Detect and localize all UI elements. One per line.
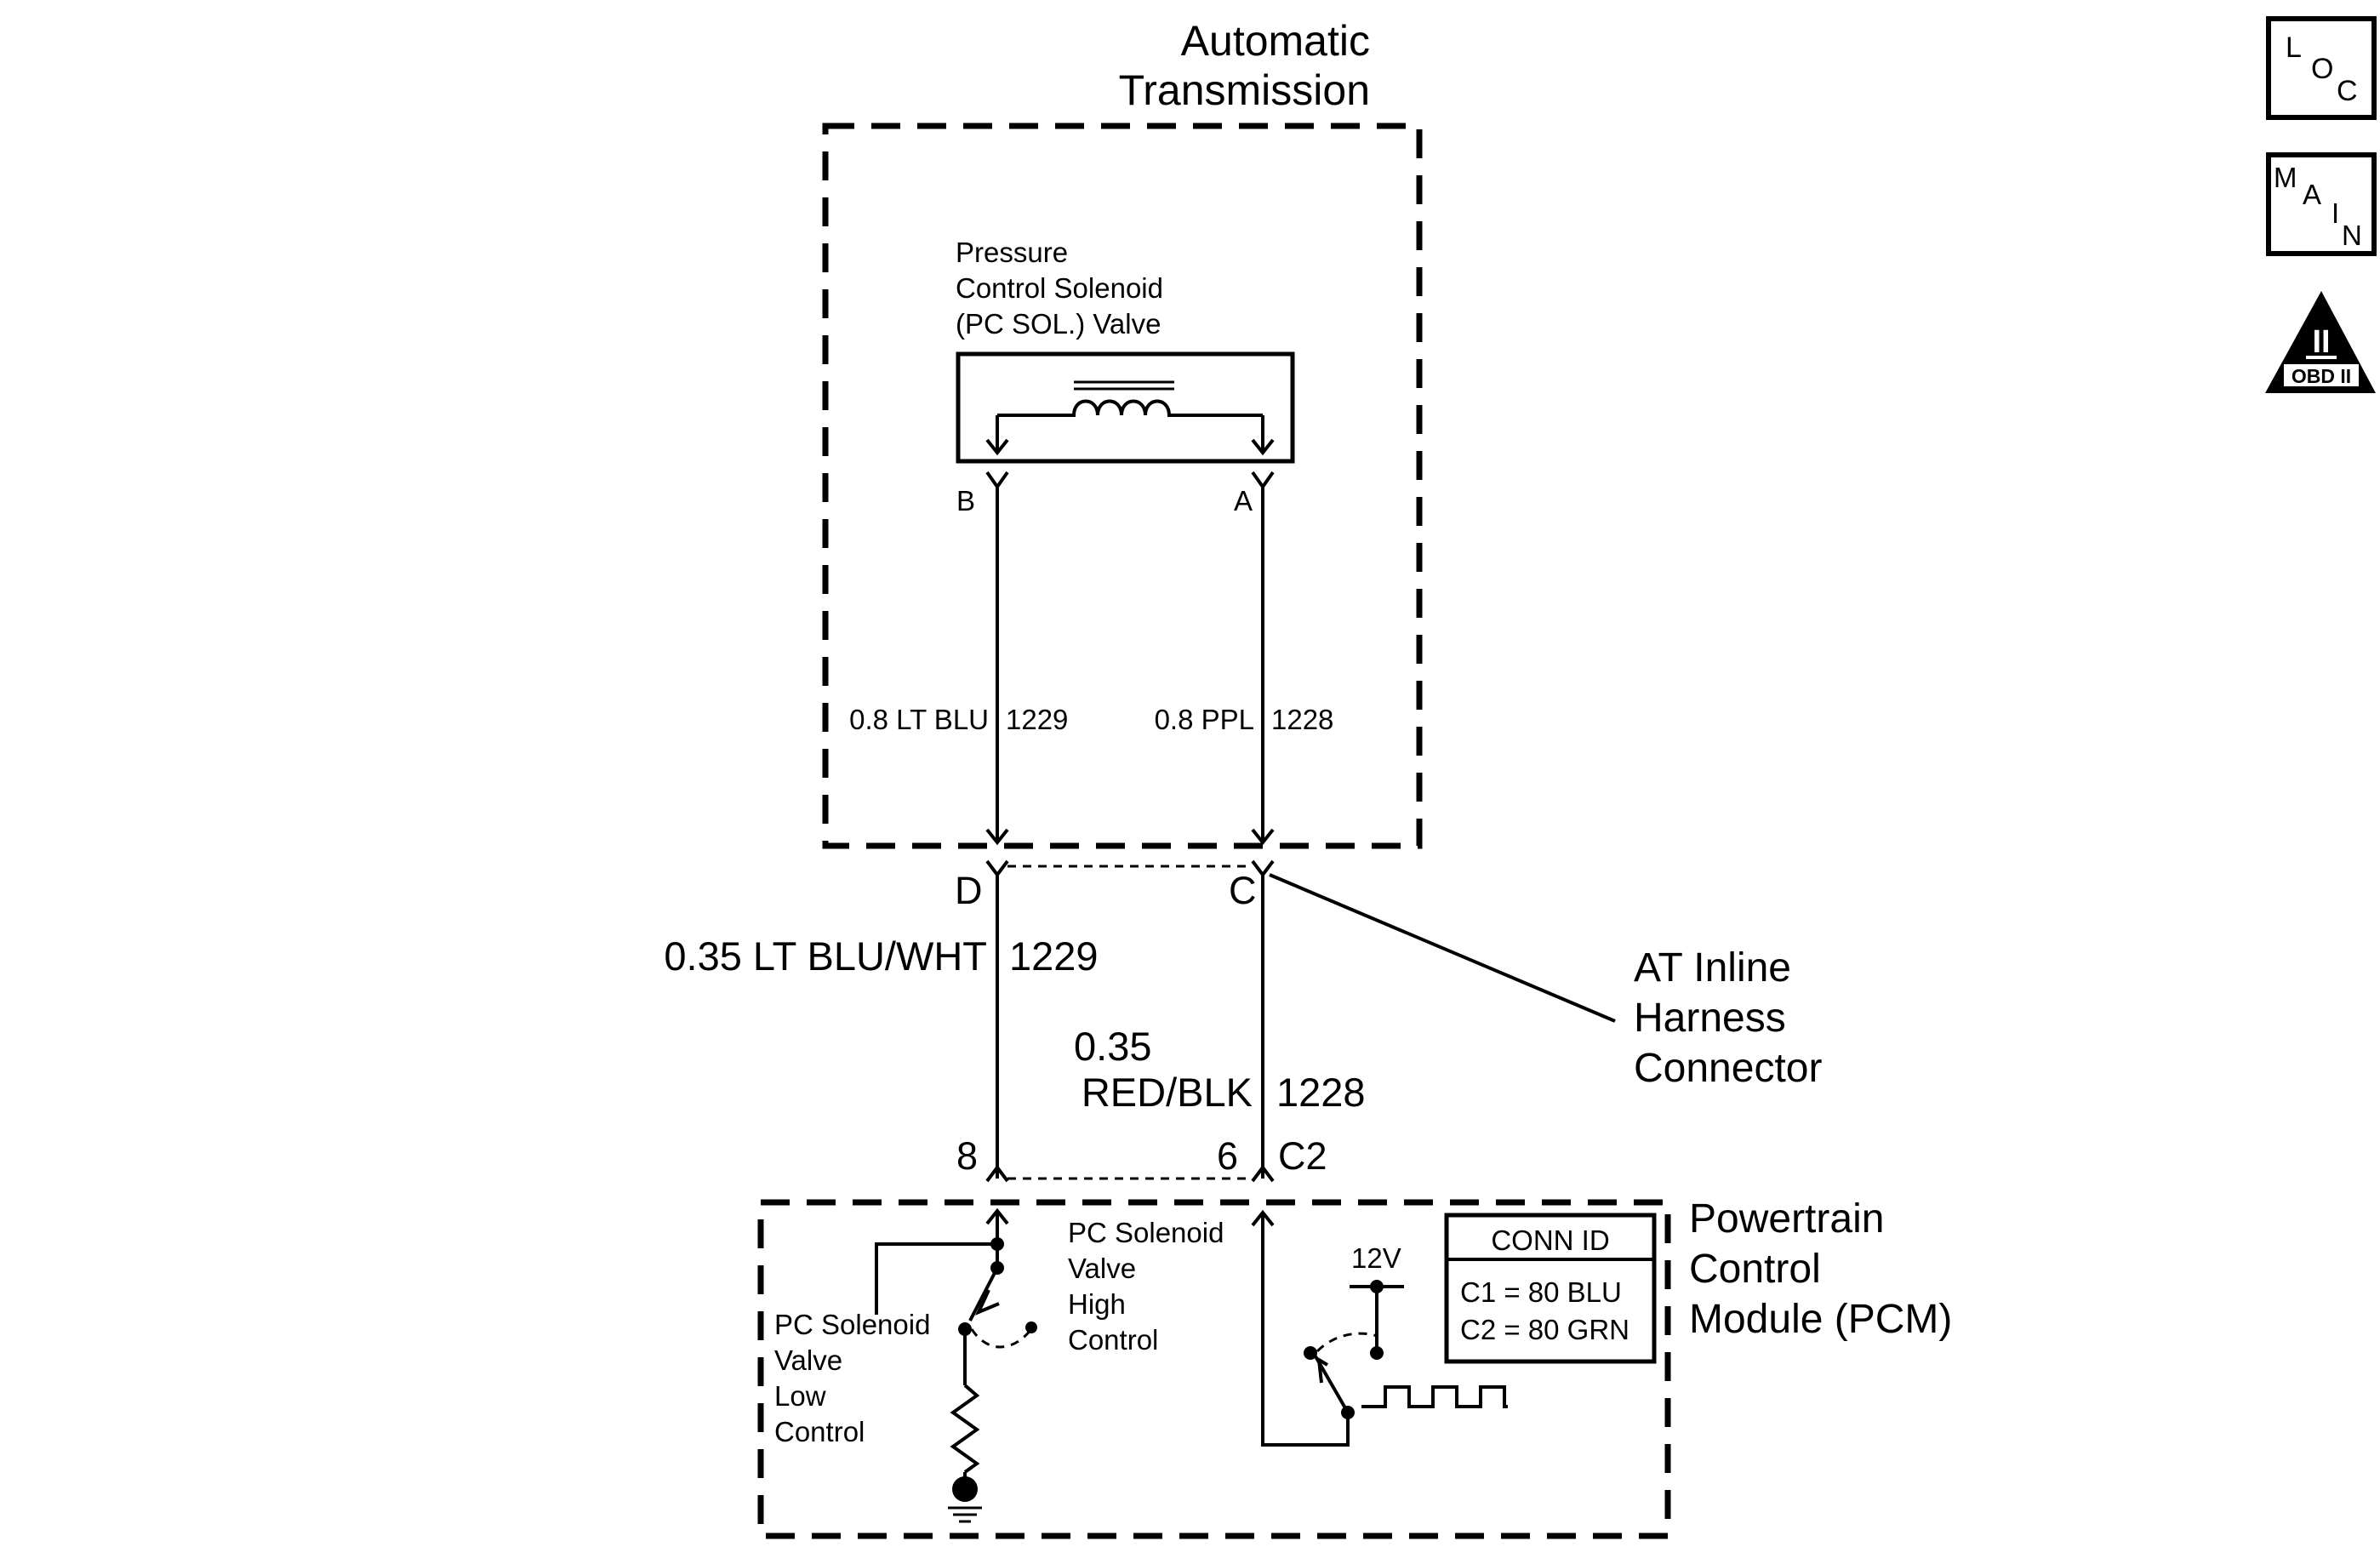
arrow-icon bbox=[1316, 1356, 1329, 1384]
low-switch-arm bbox=[968, 1267, 999, 1321]
pwm-signal-icon bbox=[1361, 1385, 1508, 1408]
pcm-pin-6: 6 bbox=[1217, 1134, 1238, 1178]
transmission-title-line2: Transmission bbox=[1119, 66, 1370, 114]
transmission-title-line1: Automatic bbox=[1181, 17, 1370, 65]
obd-ii-numeral: II bbox=[2312, 324, 2330, 360]
solenoid-label-line1: Pressure bbox=[956, 237, 1068, 268]
solenoid-pin-a: A bbox=[1234, 485, 1253, 517]
low-control-feedback bbox=[875, 1242, 997, 1315]
inline-label-line1: AT Inline bbox=[1634, 945, 1791, 990]
pin-d-terminal bbox=[985, 859, 1009, 878]
pcm-section: Powertrain Control Module (PCM) PC Solen… bbox=[757, 1196, 1952, 1539]
high-control-line1: PC Solenoid bbox=[1068, 1217, 1224, 1248]
loc-button[interactable]: L O C bbox=[2266, 16, 2377, 120]
wire-right-gauge-color: 0.8 PPL bbox=[1155, 704, 1254, 735]
obd-ii-button[interactable]: II OBD II bbox=[2265, 291, 2376, 393]
solenoid-pin-b: B bbox=[956, 485, 975, 517]
low-control-line3: Low bbox=[774, 1380, 826, 1412]
pc-solenoid: Pressure Control Solenoid (PC SOL.) Valv… bbox=[956, 237, 1295, 517]
high-control-line4: Control bbox=[1068, 1324, 1158, 1356]
arrow-down-icon bbox=[1251, 828, 1275, 846]
pin-8-terminal bbox=[985, 1164, 1009, 1183]
main-button[interactable]: M A I N bbox=[2266, 152, 2377, 256]
pin-6-terminal bbox=[1251, 1164, 1275, 1183]
external-wiring: 0.35 LT BLU/WHT 1229 0.35 RED/BLK 1228 bbox=[664, 875, 1366, 1179]
pcm-pin-8: 8 bbox=[956, 1134, 978, 1178]
inline-connector: D C AT Inline Harness Connector bbox=[955, 859, 1822, 1091]
conn-id-title: CONN ID bbox=[1491, 1224, 1609, 1256]
solenoid-label-line3: (PC SOL.) Valve bbox=[956, 308, 1161, 340]
contact-dot bbox=[1025, 1321, 1037, 1333]
resistor-icon bbox=[950, 1384, 980, 1474]
obd-ii-label: OBD II bbox=[2292, 365, 2351, 387]
main-button-frame[interactable] bbox=[2266, 152, 2377, 256]
transmission-boundary bbox=[822, 123, 1423, 849]
wire-right-circuit: 1228 bbox=[1271, 704, 1333, 735]
arrow-down-icon bbox=[1251, 438, 1275, 456]
wire-ext-left-gauge-color: 0.35 LT BLU/WHT bbox=[664, 933, 987, 979]
main-letter-i: I bbox=[2331, 197, 2339, 229]
conn-id-box bbox=[1444, 1213, 1657, 1364]
arrow-icon bbox=[975, 1289, 1000, 1316]
inline-pin-c: C bbox=[1229, 869, 1257, 912]
inline-label-line2: Harness bbox=[1634, 996, 1786, 1041]
wire-left-gauge-color: 0.8 LT BLU bbox=[849, 704, 989, 735]
pcm-label-line1: Powertrain bbox=[1689, 1196, 1884, 1241]
transmission-section: Automatic Transmission bbox=[822, 17, 1423, 849]
low-control-line2: Valve bbox=[774, 1344, 842, 1376]
coil-icon bbox=[997, 399, 1263, 417]
solenoid-label-line2: Control Solenoid bbox=[956, 272, 1163, 304]
pin-a-terminal bbox=[1251, 471, 1275, 490]
conn-id-row2: C2 = 80 GRN bbox=[1460, 1314, 1629, 1345]
main-letter-a: A bbox=[2303, 179, 2321, 210]
inline-label-line3: Connector bbox=[1634, 1046, 1822, 1091]
pcm-boundary bbox=[757, 1199, 1671, 1539]
obd-ii-label-bg bbox=[2284, 364, 2359, 386]
main-letter-m: M bbox=[2274, 162, 2297, 193]
ground-dot bbox=[952, 1476, 978, 1502]
pcm-label-line2: Control bbox=[1689, 1247, 1821, 1292]
switch-link bbox=[1316, 1332, 1378, 1353]
switch-link bbox=[970, 1328, 1033, 1349]
wire-ext-left-circuit: 1229 bbox=[1009, 933, 1099, 979]
high-control-line3: High bbox=[1068, 1288, 1126, 1320]
low-control-line4: Control bbox=[774, 1416, 865, 1447]
wire-ext-right-gauge-line2: RED/BLK bbox=[1082, 1070, 1253, 1115]
conn-id-table: CONN ID C1 = 80 BLU C2 = 80 GRN bbox=[1444, 1213, 1657, 1364]
wire-left-circuit: 1229 bbox=[1006, 704, 1068, 735]
low-control-line1: PC Solenoid bbox=[774, 1309, 930, 1340]
arrow-down-icon bbox=[985, 438, 1009, 456]
high-control-line bbox=[1261, 1213, 1350, 1447]
main-letter-n: N bbox=[2342, 220, 2362, 251]
arrow-down-icon bbox=[985, 828, 1009, 846]
conn-id-row1: C1 = 80 BLU bbox=[1460, 1276, 1622, 1308]
pin-b-terminal bbox=[985, 471, 1009, 490]
solenoid-body bbox=[956, 351, 1295, 464]
wire-ext-right-circuit: 1228 bbox=[1276, 1070, 1366, 1115]
loc-letter-o: O bbox=[2311, 53, 2333, 85]
pcm-connector-id: C2 bbox=[1278, 1134, 1327, 1178]
pcm-connector: 8 6 C2 bbox=[956, 1134, 1327, 1183]
pcm-label-line3: Module (PCM) bbox=[1689, 1297, 1952, 1342]
junction-dot bbox=[1304, 1346, 1317, 1360]
inline-pin-d: D bbox=[955, 869, 983, 912]
loc-letter-l: L bbox=[2286, 31, 2302, 64]
loc-button-frame[interactable] bbox=[2266, 16, 2377, 120]
high-control-line2: Valve bbox=[1068, 1253, 1136, 1284]
callout-leader bbox=[1269, 873, 1616, 1023]
wire-ext-right-gauge-line1: 0.35 bbox=[1074, 1024, 1151, 1069]
supply-voltage: 12V bbox=[1351, 1242, 1401, 1274]
loc-letter-c: C bbox=[2337, 75, 2358, 107]
internal-wiring: 0.8 LT BLU 1229 0.8 PPL 1228 bbox=[849, 487, 1333, 846]
